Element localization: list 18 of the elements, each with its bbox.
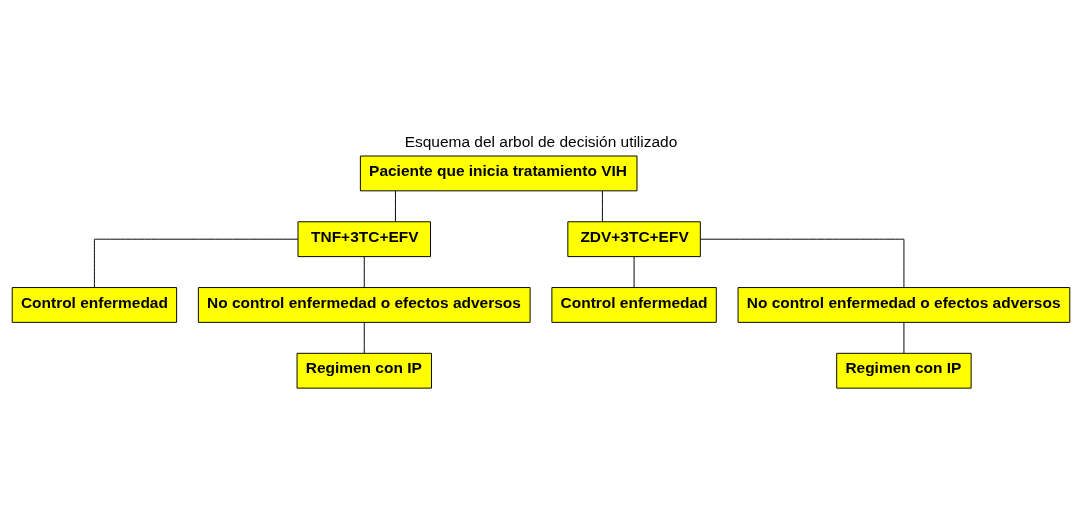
connector	[903, 321, 905, 354]
connector	[394, 190, 396, 222]
node-box: No control enfermedad o efectos adversos	[737, 286, 1071, 323]
node-box: Regimen con IP	[836, 352, 972, 389]
diagram-title: Esquema del arbol de decisión utilizado	[404, 132, 678, 150]
node-box: Control enfermedad	[11, 286, 178, 323]
node-box: ZDV+3TC+EFV	[567, 220, 701, 257]
connector	[699, 238, 905, 288]
node-box: Paciente que inicia tratamiento VIH	[359, 155, 638, 191]
connector	[363, 255, 365, 288]
connector	[363, 321, 365, 354]
node-box: TNF+3TC+EFV	[297, 220, 431, 257]
node-box: Regimen con IP	[296, 352, 432, 389]
connector	[93, 238, 299, 288]
connector	[601, 190, 603, 222]
node-box: Control enfermedad	[551, 286, 717, 323]
node-box: No control enfermedad o efectos adversos	[197, 286, 531, 323]
connector	[633, 255, 635, 288]
